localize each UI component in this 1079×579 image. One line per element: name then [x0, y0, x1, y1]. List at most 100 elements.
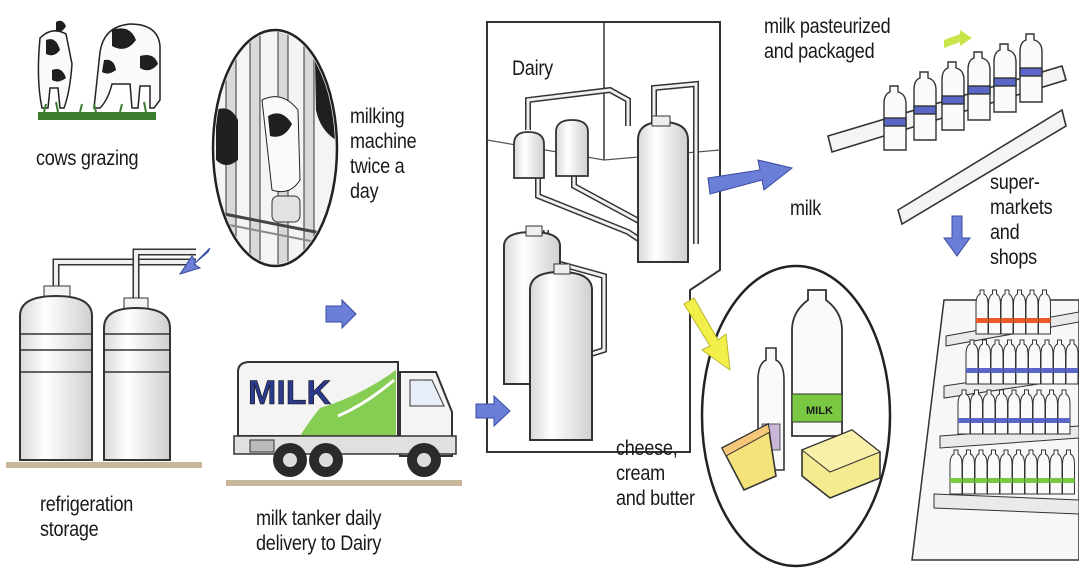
- shelf-bottle: [990, 339, 1004, 385]
- label-milk: milk: [790, 197, 822, 220]
- shelf-bottle: [975, 289, 989, 335]
- supermarket-shelves: [911, 289, 1079, 561]
- arrow-to-storage-icon: [178, 247, 211, 275]
- shelf-bottle: [965, 339, 979, 385]
- shelf-bottle: [1062, 449, 1075, 495]
- shelf-bottle: [1024, 449, 1038, 495]
- shelf-bottle-label: [1026, 318, 1038, 323]
- label-milking-machine: milking machine twice a day: [350, 105, 417, 203]
- cow-left: [37, 20, 73, 109]
- shelf-bottle: [1013, 289, 1026, 335]
- shelf-bottle: [1065, 339, 1079, 385]
- shelf-bottle-label: [1038, 318, 1051, 323]
- shelf-bottle: [1015, 339, 1029, 385]
- arrow-to-dairy-icon: [475, 394, 511, 428]
- shelf-bottle: [962, 449, 975, 495]
- label-dairy: Dairy: [512, 57, 553, 80]
- shelf-bottle: [1007, 389, 1021, 435]
- shelf-bottle-label: [966, 368, 978, 373]
- shelf-bottle: [974, 449, 988, 495]
- arrow-milk-icon: [707, 159, 794, 195]
- dairy-panel: [486, 21, 721, 453]
- shelf-bottle: [1053, 339, 1066, 385]
- shelf-bottle-label: [975, 478, 987, 483]
- shelf-bottle: [1040, 339, 1054, 385]
- shelf-bottle: [995, 389, 1008, 435]
- cow-right: [93, 23, 161, 109]
- shelf-bottle-label: [1045, 418, 1058, 423]
- shelf-bottle-label: [1053, 368, 1066, 373]
- ground-left: [6, 462, 202, 468]
- shelf-bottle: [1025, 289, 1039, 335]
- shelf-bottle-label: [988, 318, 1001, 323]
- shelf-bottle-label: [970, 418, 983, 423]
- shelf-bottle-label: [958, 418, 970, 423]
- milk-tanker-truck: MILK: [226, 361, 462, 486]
- shelf-bottle-label: [1012, 478, 1025, 483]
- shelf-bottle-label: [1028, 368, 1041, 373]
- shelf-bottle: [957, 389, 971, 435]
- shelf-bottle-label: [1041, 368, 1053, 373]
- bottle-row: [883, 33, 1043, 151]
- refrigeration-tanks: [6, 248, 202, 468]
- shelf-bottle: [1049, 449, 1063, 495]
- shelf-bottle: [949, 449, 963, 495]
- shelf-bottle: [1012, 449, 1025, 495]
- shelf-bottle: [978, 339, 991, 385]
- shelf-bottle: [988, 289, 1001, 335]
- shelf-bottle-label: [976, 318, 988, 323]
- shelf-bottle: [1032, 389, 1046, 435]
- shelf-bottle-label: [950, 478, 962, 483]
- shelf-bottle-label: [978, 368, 991, 373]
- cows-illustration: [37, 20, 161, 120]
- shelf-bottle-label: [1062, 478, 1075, 483]
- shelf-bottle-label: [1008, 418, 1020, 423]
- conveyor-direction-icon: [944, 30, 972, 48]
- shelf-bottle-label: [1000, 478, 1012, 483]
- shelf-bottle-label: [1058, 418, 1070, 423]
- flow-arrows: [178, 159, 971, 428]
- shelf-bottle-label: [1001, 318, 1013, 323]
- truck-milk-text: MILK: [248, 374, 332, 412]
- shelf-bottle-label: [962, 478, 975, 483]
- shelf-bottle-label: [991, 368, 1003, 373]
- shelf-bottle-label: [983, 418, 995, 423]
- shelf-bottle: [982, 389, 996, 435]
- shelf-bottle-label: [1003, 368, 1016, 373]
- shelf-bottle-label: [987, 478, 1000, 483]
- dairy-products-illustration: MILK: [700, 264, 892, 568]
- shelf-bottle: [1000, 289, 1014, 335]
- shelf-bottle: [970, 389, 983, 435]
- arrow-to-products-icon: [683, 297, 731, 372]
- shelf-bottle: [1037, 449, 1050, 495]
- shelf-bottle: [1003, 339, 1016, 385]
- jug-milk-text: MILK: [806, 405, 833, 417]
- shelf-bottle-label: [1033, 418, 1045, 423]
- label-refrigeration-storage: refrigeration storage: [40, 493, 134, 541]
- grass-strip: [38, 112, 156, 120]
- label-cows-grazing: cows grazing: [36, 147, 139, 170]
- shelf-bottle: [1045, 389, 1058, 435]
- label-tanker-delivery: milk tanker daily delivery to Dairy: [256, 507, 382, 555]
- shelf-bottle: [999, 449, 1013, 495]
- shelf-bottle-label: [1020, 418, 1033, 423]
- shelf-bottle: [1028, 339, 1041, 385]
- shelf-bottle: [1057, 389, 1071, 435]
- arrow-to-tanker-icon: [325, 298, 357, 330]
- label-cheese-cream-butter: cheese, cream and butter: [616, 437, 695, 510]
- packaging-line: [827, 30, 1067, 226]
- shelf-bottle-label: [1050, 478, 1062, 483]
- shelf-bottle-label: [1025, 478, 1037, 483]
- shelf-bottle-label: [1066, 368, 1078, 373]
- shelf-bottle-label: [1037, 478, 1050, 483]
- shelf-bottle: [1038, 289, 1051, 335]
- shelf-bottle: [987, 449, 1000, 495]
- shelf-bottle-label: [995, 418, 1008, 423]
- ground-truck: [226, 480, 462, 486]
- label-supermarkets-shops: super- markets and shops: [990, 171, 1053, 269]
- shelf-bottle-label: [1013, 318, 1026, 323]
- label-pasteurized-packaged: milk pasteurized and packaged: [764, 15, 891, 63]
- arrow-to-shops-icon: [943, 215, 971, 257]
